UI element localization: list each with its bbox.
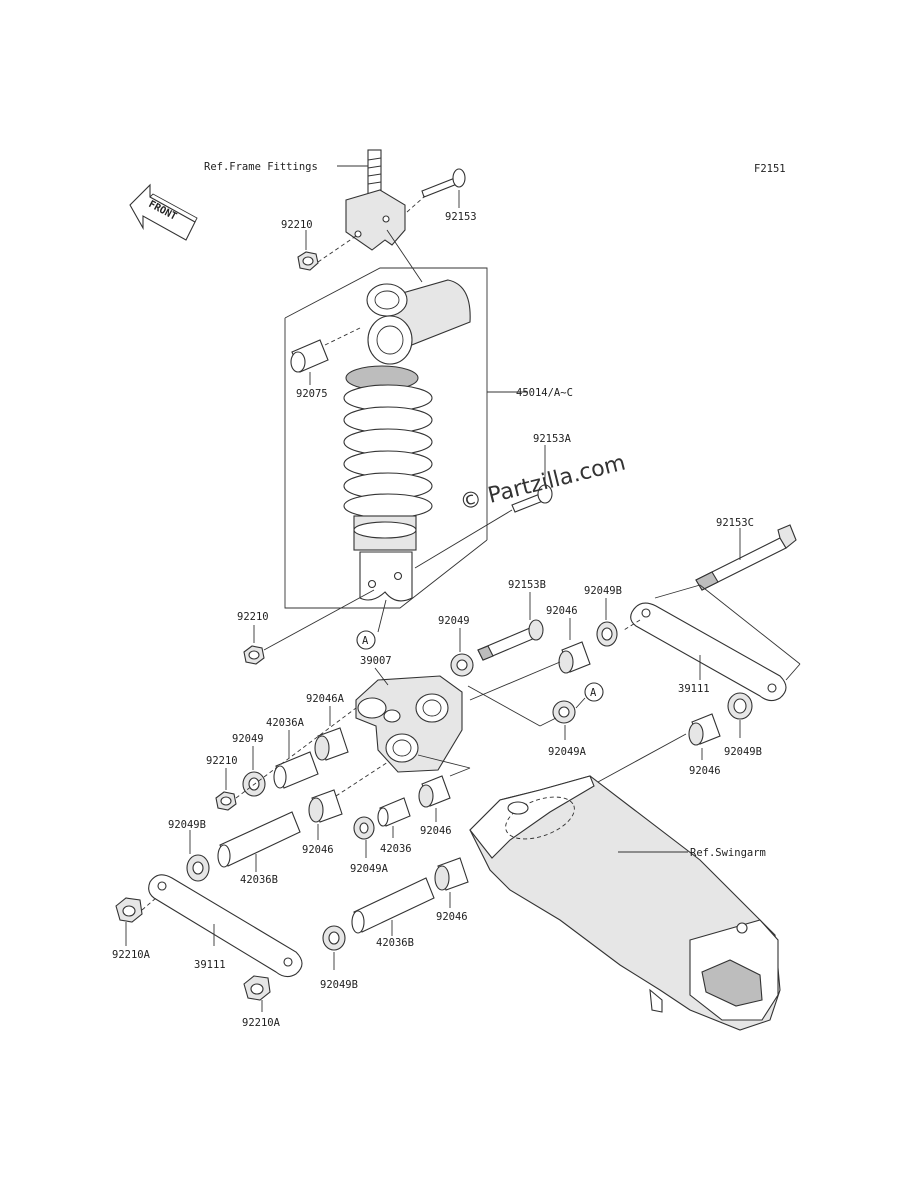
frame-fitting-bracket [345, 149, 406, 251]
rocker-arm-39007 [355, 675, 463, 773]
label-92049B-top: 92049B [584, 585, 622, 597]
bearing-92046-center [308, 789, 343, 823]
collar-42036A [273, 751, 319, 789]
label-39111-left: 39111 [194, 959, 226, 971]
label-92210-mid: 92210 [237, 611, 269, 623]
label-42036B-low: 42036B [376, 937, 414, 949]
bushing-92075 [290, 339, 329, 373]
nut-92210-top [297, 251, 319, 271]
tie-rod-39111-left [148, 874, 303, 978]
label-92046A: 92046A [306, 693, 345, 705]
label-92153: 92153 [445, 211, 477, 223]
label-92153C: 92153C [716, 517, 754, 529]
callout-a-upper: A [356, 630, 376, 650]
watermark: © Partzilla.com [457, 450, 628, 515]
bearing-92046-b2 [434, 857, 469, 891]
washer-92049-top [450, 653, 474, 677]
callout-a-upper-text: A [362, 635, 369, 647]
washer-92049B-right [727, 692, 753, 720]
collar-42036B-left [217, 811, 301, 868]
collar-42036 [377, 797, 411, 827]
callout-a-lower-text: A [590, 687, 597, 699]
shock-absorber-45014 [343, 279, 471, 602]
nut-92210-left [215, 791, 237, 811]
front-arrow-icon: FRONT [129, 183, 198, 241]
label-92153A: 92153A [533, 433, 572, 445]
label-92049B-left: 92049B [168, 819, 206, 831]
washer-92049B-top [596, 621, 618, 647]
label-92210A-low: 92210A [242, 1017, 281, 1029]
label-92046-b2: 92046 [436, 911, 468, 923]
label-42036A: 42036A [266, 717, 305, 729]
label-92049A-right: 92049A [548, 746, 587, 758]
label-92210A-left: 92210A [112, 949, 151, 961]
label-92153B: 92153B [508, 579, 546, 591]
label-92049-top: 92049 [438, 615, 470, 627]
nut-92210-mid [243, 645, 265, 665]
tie-rod-39111-right [630, 602, 787, 702]
label-42036-low: 42036 [380, 843, 412, 855]
bearing-92046A [314, 727, 349, 761]
nut-92210A-left [115, 897, 143, 923]
bolt-92153A [511, 484, 553, 513]
label-92210-top: 92210 [281, 219, 313, 231]
label-92210-left: 92210 [206, 755, 238, 767]
label-92049B-low: 92049B [320, 979, 358, 991]
washer-92049A-low [353, 816, 375, 840]
nut-92210A-low [243, 975, 271, 1001]
bearing-92046-right [688, 713, 721, 746]
swingarm [469, 775, 781, 1031]
washer-92049B-low [322, 925, 346, 951]
label-39007: 39007 [360, 655, 392, 667]
label-45014: 45014/A~C [516, 387, 573, 399]
bolt-92153B [477, 619, 544, 661]
label-92075: 92075 [296, 388, 328, 400]
figure-code: F2151 [754, 163, 786, 175]
label-92046-b1: 92046 [420, 825, 452, 837]
label-92046-center: 92046 [302, 844, 334, 856]
bolt-92153 [421, 168, 466, 198]
label-92046-right: 92046 [689, 765, 721, 777]
bearing-92046-b1 [418, 775, 451, 808]
washer-92049B-left [186, 854, 210, 882]
bolt-92153C [695, 524, 797, 591]
ref-frame-fittings-label: Ref.Frame Fittings [204, 161, 318, 173]
bearing-92046-top [558, 641, 591, 674]
callout-a-lower: A [584, 682, 604, 702]
label-42036B-left: 42036B [240, 874, 278, 886]
collar-42036B-low [351, 877, 435, 934]
ref-swingarm-label: Ref.Swingarm [690, 847, 766, 859]
label-92049B-right: 92049B [724, 746, 762, 758]
washer-92049A-right [552, 700, 576, 724]
label-39111-right: 39111 [678, 683, 710, 695]
label-92049-left: 92049 [232, 733, 264, 745]
label-92046-top: 92046 [546, 605, 578, 617]
label-92049A-low: 92049A [350, 863, 389, 875]
